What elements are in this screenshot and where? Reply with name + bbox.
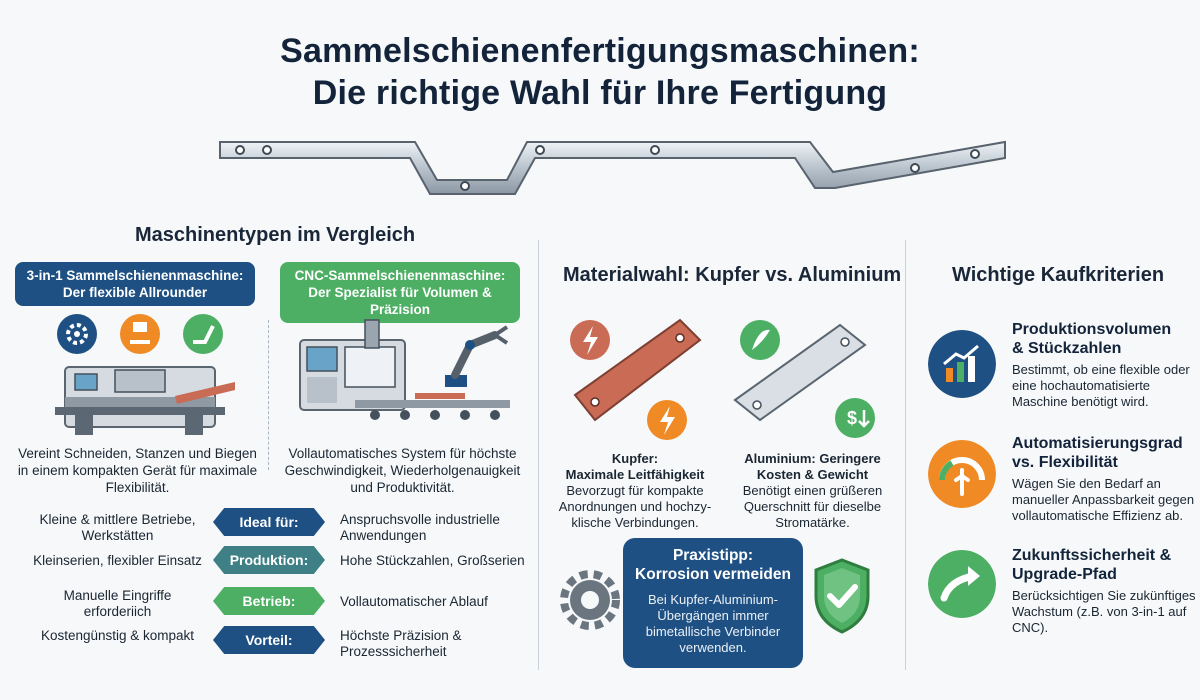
- aluminium-info: Aluminium: Geringere Kosten & Gewicht Be…: [730, 451, 895, 531]
- title-line-1: Sammelschienenfertigungsmaschinen:: [280, 32, 920, 70]
- shield-check-icon: [814, 558, 870, 634]
- comparison-label-1: Produktion:: [213, 546, 325, 574]
- criterion-0-title: Produktionsvolumen & Stückzahlen: [1012, 320, 1171, 358]
- machine-type-cnc-label: CNC-Sammelschienenmaschine: Der Speziali…: [280, 262, 520, 323]
- page-title: Sammelschienenfertigungsmaschinen: Die r…: [0, 30, 1200, 114]
- aluminium-title-line2: Kosten & Gewicht: [756, 467, 869, 482]
- comparison-left-3: Kostengünstig & kompakt: [40, 628, 195, 643]
- title-line-2: Die richtige Wahl für Ihre Fertigung: [312, 74, 888, 112]
- comparison-left-2: Manuelle Eingriffe erforderiich: [63, 588, 172, 619]
- aluminium-body: Benötigt einen grüßeren Querschnitt für …: [742, 483, 883, 530]
- column-divider-1: [538, 240, 539, 670]
- comparison-left-1: Kleinserien, flexibler Einsatz: [33, 553, 202, 568]
- comparison-label-0: Ideal für:: [213, 508, 325, 536]
- machine-divider: [268, 320, 269, 470]
- comparison-label-3: Vorteil:: [213, 626, 325, 654]
- svg-text:$: $: [847, 408, 857, 428]
- dollar-down-icon: $: [835, 398, 875, 438]
- criterion-1-title: Automatisierungsgrad vs. Flexibilität: [1012, 434, 1183, 472]
- criterion-2-title-line1: Zukunftssicherheit &: [1012, 547, 1172, 564]
- machine-type-3in1-line2: Der flexible Allrounder: [62, 285, 208, 300]
- press-icon: [120, 314, 160, 354]
- machine-cnc-illustration: [299, 319, 510, 420]
- criterion-0-body: Bestimmt, ob eine flexible oder eine hoc…: [1012, 362, 1190, 409]
- copper-body: Bevorzugt für kompakte Anordnungen und h…: [558, 483, 712, 530]
- machine-cnc-desc: Vollautomatisches System für höchste Ges…: [284, 446, 521, 495]
- criterion-2-title-line2: Upgrade-Pfad: [1012, 566, 1117, 583]
- copper-info: Kupfer: Maximale Leitfähigkeit Bevorzugt…: [555, 451, 715, 531]
- criterion-0-title-line1: Produktionsvolumen: [1012, 321, 1172, 338]
- criteria-section-title: Wichtige Kaufkriterien: [952, 264, 1165, 286]
- aluminium-bar-illustration: $: [733, 320, 875, 438]
- bend-icon: [183, 314, 223, 354]
- robot-arm-icon: [445, 325, 509, 387]
- criterion-1-title-line2: vs. Flexibilität: [1012, 454, 1118, 471]
- comparison-label-2: Betrieb:: [213, 587, 325, 615]
- comparison-right-0: Anspruchsvolle industrielle Anwendungen: [340, 512, 500, 543]
- tip-title-line2: Korrosion vermeiden: [635, 566, 791, 583]
- gauge-hand-icon: [928, 440, 996, 508]
- machine-3in1-illustration: [55, 314, 235, 435]
- aluminium-title-line1: Aluminium: Geringere: [744, 451, 881, 466]
- copper-title-line2: Maximale Leitfähigkeit: [565, 467, 705, 482]
- comparison-right-1: Hohe Stückzahlen, Großserien: [340, 553, 525, 568]
- tip-body: Bei Kupfer-Aluminium-Übergängen immer bi…: [645, 592, 781, 655]
- comparison-right-2: Vollautomatischer Ablauf: [340, 594, 488, 609]
- machine-3in1-desc: Vereint Schneiden, Stanzen und Biegen in…: [17, 446, 258, 495]
- machine-type-cnc-line1: CNC-Sammelschienenmaschine:: [294, 268, 506, 283]
- machine-type-cnc-line2: Der Spezialist für Volumen & Präzision: [308, 285, 492, 317]
- column-divider-2: [905, 240, 906, 670]
- criterion-2-title: Zukunftssicherheit & Upgrade-Pfad: [1012, 546, 1171, 584]
- chart-growth-icon: [928, 330, 996, 398]
- comparison-right-3: Höchste Präzision & Prozesssicherheit: [340, 628, 462, 659]
- bolt-icon: [647, 400, 687, 440]
- criterion-0-title-line2: & Stückzahlen: [1012, 340, 1122, 357]
- tip-title-line1: Praxistipp:: [672, 547, 754, 564]
- criterion-2-body: Berücksichtigen Sie zukünftiges Wachstum…: [1012, 588, 1196, 635]
- comparison-left-0: Kleine & mittlere Betriebe, Werkstätten: [39, 512, 196, 543]
- gear-icon: [560, 570, 620, 630]
- busbar-illustration: [219, 140, 1006, 195]
- machine-type-3in1-line1: 3-in-1 Sammelschienenmaschine:: [26, 268, 244, 283]
- upgrade-arrow-icon: [928, 550, 996, 618]
- lightning-icon: [570, 320, 610, 360]
- feather-icon: [740, 320, 780, 360]
- material-section-title: Materialwahl: Kupfer vs. Aluminium: [563, 264, 902, 286]
- criterion-1-title-line1: Automatisierungsgrad: [1012, 435, 1183, 452]
- copper-bar-illustration: [570, 318, 702, 440]
- practice-tip-box: Praxistipp: Korrosion vermeiden Bei Kupf…: [623, 538, 803, 668]
- gear-icon: [57, 314, 97, 354]
- machine-type-3in1-label: 3-in-1 Sammelschienenmaschine: Der flexi…: [15, 262, 255, 306]
- criterion-1-body: Wägen Sie den Bedarf an manueller Anpass…: [1012, 476, 1195, 523]
- copper-title-line1: Kupfer:: [611, 451, 659, 466]
- machines-section-title: Maschinentypen im Vergleich: [135, 224, 416, 246]
